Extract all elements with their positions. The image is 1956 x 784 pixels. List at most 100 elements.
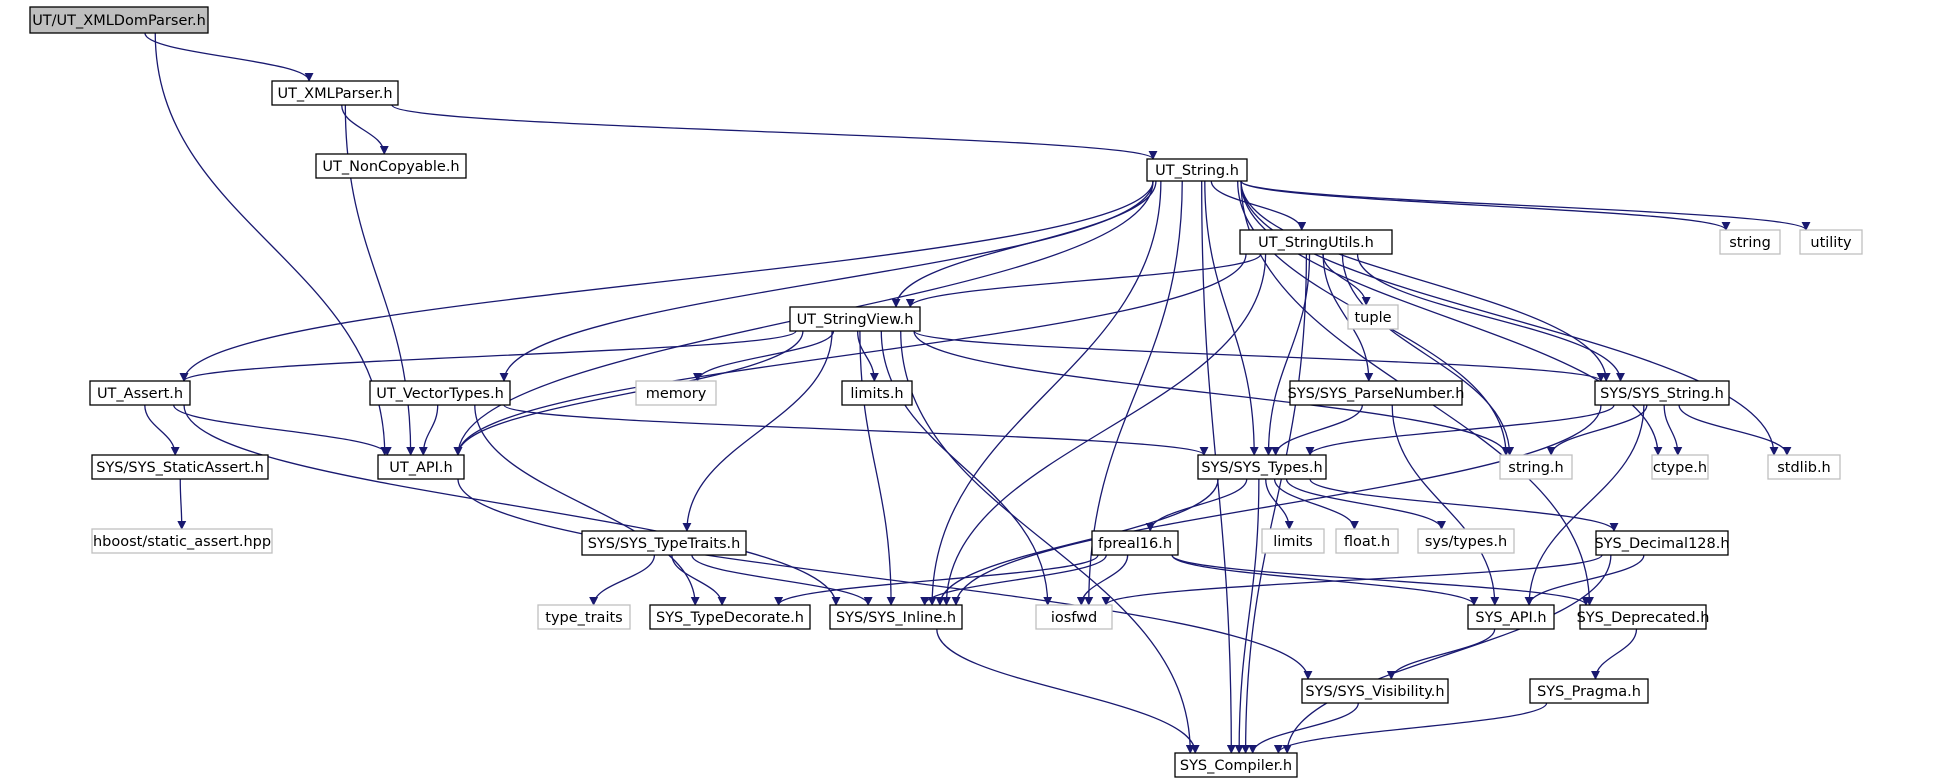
- node-label: UT_Assert.h: [97, 386, 183, 402]
- node-ctype[interactable]: ctype.h: [1651, 454, 1709, 480]
- edge-assert-to-utapi: [173, 404, 392, 456]
- node-typetraits[interactable]: SYS/SYS_TypeTraits.h: [581, 530, 747, 556]
- node-label: UT_String.h: [1155, 163, 1239, 179]
- edge-string-to-stdlib: [1240, 180, 1779, 456]
- node-box: [789, 306, 921, 332]
- node-box: [1301, 678, 1449, 704]
- node-string[interactable]: UT_String.h: [1146, 158, 1248, 182]
- node-label: limits: [1273, 534, 1312, 550]
- node-box: [581, 530, 747, 556]
- edge-stringview-to-limitsh: [856, 330, 879, 382]
- edge-systypes-to-compiler: [1234, 478, 1260, 754]
- edge-sysstring-to-stdlib: [1678, 404, 1792, 456]
- node-compiler[interactable]: SYS_Compiler.h: [1174, 752, 1298, 778]
- node-sysstring[interactable]: SYS/SYS_String.h: [1594, 380, 1730, 406]
- node-limitsh[interactable]: limits.h: [841, 380, 913, 406]
- node-label: UT_API.h: [389, 460, 452, 476]
- edge-utapi-to-visibility: [457, 478, 1313, 680]
- node-typedecorate[interactable]: SYS_TypeDecorate.h: [649, 604, 811, 630]
- edge-string-to-utility: [1240, 180, 1811, 231]
- node-label: float.h: [1344, 534, 1390, 550]
- edge-pragma-to-compiler: [1273, 702, 1548, 754]
- node-xmldom[interactable]: UT/UT_XMLDomParser.h: [29, 6, 209, 34]
- edge-sysapi-to-visibility: [1386, 628, 1496, 680]
- edge-systypes-to-limits: [1265, 478, 1294, 530]
- edge-string-to-inline: [927, 180, 1162, 606]
- edge-vectortypes-to-utapi: [418, 404, 439, 456]
- node-label: SYS/SYS_Types.h: [1201, 460, 1322, 476]
- node-label: SYS/SYS_ParseNumber.h: [1288, 386, 1465, 402]
- node-label: SYS/SYS_StaticAssert.h: [96, 460, 264, 476]
- edge-stringview-to-inline: [859, 330, 896, 606]
- edge-visibility-to-compiler: [1248, 702, 1359, 754]
- edge-decimal128-to-iosfwd: [1101, 554, 1603, 606]
- node-stringh[interactable]: string.h: [1499, 454, 1573, 480]
- edge-string-to-stringutils: [1210, 180, 1307, 231]
- node-label: fpreal16.h: [1098, 536, 1172, 552]
- node-deprecated[interactable]: SYS_Deprecated.h: [1577, 604, 1710, 630]
- node-box: [369, 380, 511, 406]
- edge-typetraits-to-type_traits: [589, 554, 656, 606]
- node-xmlparser[interactable]: UT_XMLParser.h: [271, 80, 399, 106]
- edge-stringutils-to-inline: [941, 253, 1267, 606]
- node-assert[interactable]: UT_Assert.h: [89, 380, 191, 406]
- edge-fpreal16-to-typedecorate: [774, 554, 1099, 606]
- node-sysapi[interactable]: SYS_API.h: [1467, 604, 1555, 630]
- node-parsenumber[interactable]: SYS/SYS_ParseNumber.h: [1288, 380, 1465, 406]
- node-inline[interactable]: SYS/SYS_Inline.h: [829, 604, 963, 630]
- edge-stringutils-to-stringh: [1341, 253, 1515, 456]
- edge-string-to-systypes: [1204, 180, 1259, 456]
- node-box: [1417, 528, 1515, 554]
- edge-fpreal16-to-inline: [920, 554, 1107, 606]
- node-stdstring[interactable]: string: [1719, 229, 1781, 255]
- node-fpreal16[interactable]: fpreal16.h: [1091, 530, 1179, 556]
- node-hboost[interactable]: hboost/static_assert.hpp: [91, 528, 273, 554]
- edge-systypes-to-inline: [935, 478, 1219, 606]
- node-iosfwd[interactable]: iosfwd: [1035, 604, 1113, 630]
- node-utility[interactable]: utility: [1799, 229, 1863, 255]
- edge-systypes-to-decimal128: [1309, 478, 1619, 532]
- node-stringutils[interactable]: UT_StringUtils.h: [1239, 229, 1393, 255]
- node-systypes[interactable]: SYS/SYS_Types.h: [1197, 454, 1327, 480]
- node-box: [1261, 528, 1325, 554]
- edge-decimal128-to-compiler: [1282, 554, 1612, 754]
- node-box: [315, 153, 467, 179]
- node-box: [1146, 158, 1248, 182]
- node-vectortypes[interactable]: UT_VectorTypes.h: [369, 380, 511, 406]
- edge-stringview-to-typetraits: [682, 330, 833, 532]
- node-label: iosfwd: [1051, 610, 1097, 626]
- node-label: SYS/SYS_Inline.h: [836, 610, 956, 626]
- node-box: [1347, 304, 1399, 330]
- node-pragma[interactable]: SYS_Pragma.h: [1529, 678, 1649, 704]
- node-label: limits.h: [850, 386, 903, 402]
- node-tuple[interactable]: tuple: [1347, 304, 1399, 330]
- edge-stringutils-to-compiler: [1241, 253, 1308, 754]
- dependency-edges: [144, 32, 1811, 754]
- node-stringview[interactable]: UT_StringView.h: [789, 306, 921, 332]
- node-staticassert[interactable]: SYS/SYS_StaticAssert.h: [91, 454, 269, 480]
- node-label: memory: [646, 386, 707, 402]
- node-box: [829, 604, 963, 630]
- node-box: [1579, 604, 1707, 630]
- node-label: utility: [1810, 235, 1852, 251]
- node-floath[interactable]: float.h: [1335, 528, 1399, 554]
- node-box: [1651, 454, 1709, 480]
- node-box: [1174, 752, 1298, 778]
- node-type_traits[interactable]: type_traits: [537, 604, 631, 630]
- node-memory[interactable]: memory: [635, 380, 717, 406]
- node-box: [841, 380, 913, 406]
- node-box: [649, 604, 811, 630]
- node-noncopy[interactable]: UT_NonCopyable.h: [315, 153, 467, 179]
- node-label: SYS/SYS_TypeTraits.h: [588, 536, 741, 552]
- node-systypesh[interactable]: sys/types.h: [1417, 528, 1515, 554]
- node-box: [1499, 454, 1573, 480]
- node-stdlib[interactable]: stdlib.h: [1767, 454, 1841, 480]
- node-decimal128[interactable]: SYS_Decimal128.h: [1594, 530, 1730, 556]
- edge-fpreal16-to-deprecated: [1171, 554, 1591, 606]
- node-label: string.h: [1508, 460, 1563, 476]
- edge-xmldom-to-xmlparser: [144, 32, 314, 82]
- node-limits[interactable]: limits: [1261, 528, 1325, 554]
- node-utapi[interactable]: UT_API.h: [377, 454, 465, 480]
- node-visibility[interactable]: SYS/SYS_Visibility.h: [1301, 678, 1449, 704]
